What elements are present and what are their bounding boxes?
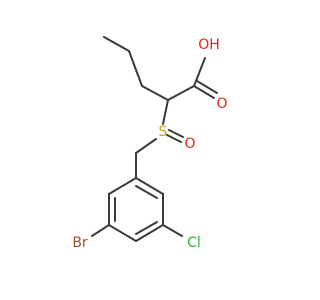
bond-c1-c2 <box>103 36 130 52</box>
ring-bond-3-inner <box>135 221 158 235</box>
bond-ring-br <box>91 224 110 237</box>
bond-calpha-s <box>162 99 169 125</box>
molecule-structure: OH O S O Br Cl <box>72 36 228 251</box>
bond-carbonyl-1 <box>193 85 215 99</box>
ring-bond-6 <box>108 177 137 195</box>
ring-bond-1-inner <box>135 185 158 199</box>
bond-carbonyl-2 <box>196 80 218 94</box>
sulfur-label: S <box>159 124 168 140</box>
bond-c3-calpha <box>141 85 169 101</box>
sulfoxide-oxygen-label: O <box>184 136 195 152</box>
bond-s-o-2 <box>168 129 184 138</box>
bond-calpha-ccarboxyl <box>167 85 195 101</box>
bond-s-ch2 <box>135 138 157 154</box>
ring-bond-4 <box>108 224 137 242</box>
carbonyl-oxygen-label: O <box>216 96 227 112</box>
bond-c2-c3 <box>128 50 143 87</box>
ring-bond-1 <box>135 177 164 195</box>
bromine-label: Br <box>72 235 88 251</box>
bond-ccarboxyl-oh <box>193 57 206 87</box>
hydroxyl-label: OH <box>198 37 220 53</box>
bond-ring-cl <box>162 224 183 237</box>
bond-s-o-1 <box>166 134 182 143</box>
ring-bond-3 <box>135 224 164 242</box>
chlorine-label: Cl <box>187 235 201 251</box>
